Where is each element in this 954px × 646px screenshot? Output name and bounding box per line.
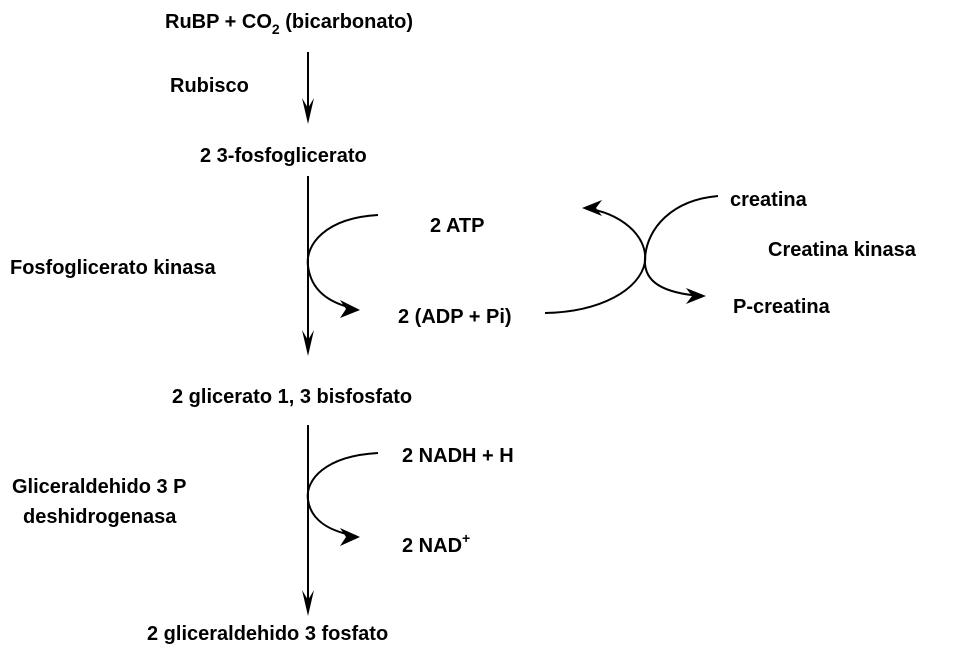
product-glicerato-bisfosfato: 2 glicerato 1, 3 bisfosfato <box>172 386 412 408</box>
curve-creatina-to-p-creatina-head <box>686 288 706 304</box>
p-creatina-label: P-creatina <box>733 296 831 318</box>
enzyme-gapdh-label-line2: deshidrogenasa <box>23 506 177 528</box>
product-gliceraldehido-3-fosfato: 2 gliceraldehido 3 fosfato <box>147 623 388 645</box>
nad-plus-label: 2 NAD+ <box>402 530 470 557</box>
arrow-rubisco-head <box>302 98 314 124</box>
curve-adp-to-atp-head <box>582 200 602 216</box>
reactant-prefix: RuBP + CO <box>165 11 272 33</box>
enzyme-rubisco-label: Rubisco <box>170 75 249 97</box>
product-3-fosfoglicerato: 2 3-fosfoglicerato <box>200 145 367 167</box>
curve-atp-to-adp <box>306 214 379 310</box>
enzyme-ck-label: Creatina kinasa <box>768 239 917 261</box>
creatina-label: creatina <box>730 189 808 211</box>
reactant-subscript: 2 <box>272 21 280 37</box>
nad-superscript: + <box>462 530 470 546</box>
curve-adp-to-atp-regeneration <box>544 207 647 314</box>
arrow-gapdh-head <box>302 590 314 616</box>
curve-creatina-to-p-creatina <box>643 195 719 297</box>
curve-nadh-to-nad-head <box>340 528 360 546</box>
nad-prefix: 2 NAD <box>402 535 462 557</box>
arrow-pgk-head <box>302 330 314 356</box>
enzyme-pgk-label: Fosfoglicerato kinasa <box>10 257 216 279</box>
adp-pi-label: 2 (ADP + Pi) <box>398 306 512 328</box>
reactant-rubp-co2: RuBP + CO2 (bicarbonato) <box>165 11 413 37</box>
curve-atp-to-adp-head <box>340 300 360 318</box>
curve-nadh-to-nad <box>306 452 379 537</box>
nadh-label: 2 NADH + H <box>402 445 514 467</box>
atp-label: 2 ATP <box>430 215 484 237</box>
reactant-suffix: (bicarbonato) <box>280 11 413 33</box>
enzyme-gapdh-label-line1: Gliceraldehido 3 P <box>12 476 187 498</box>
